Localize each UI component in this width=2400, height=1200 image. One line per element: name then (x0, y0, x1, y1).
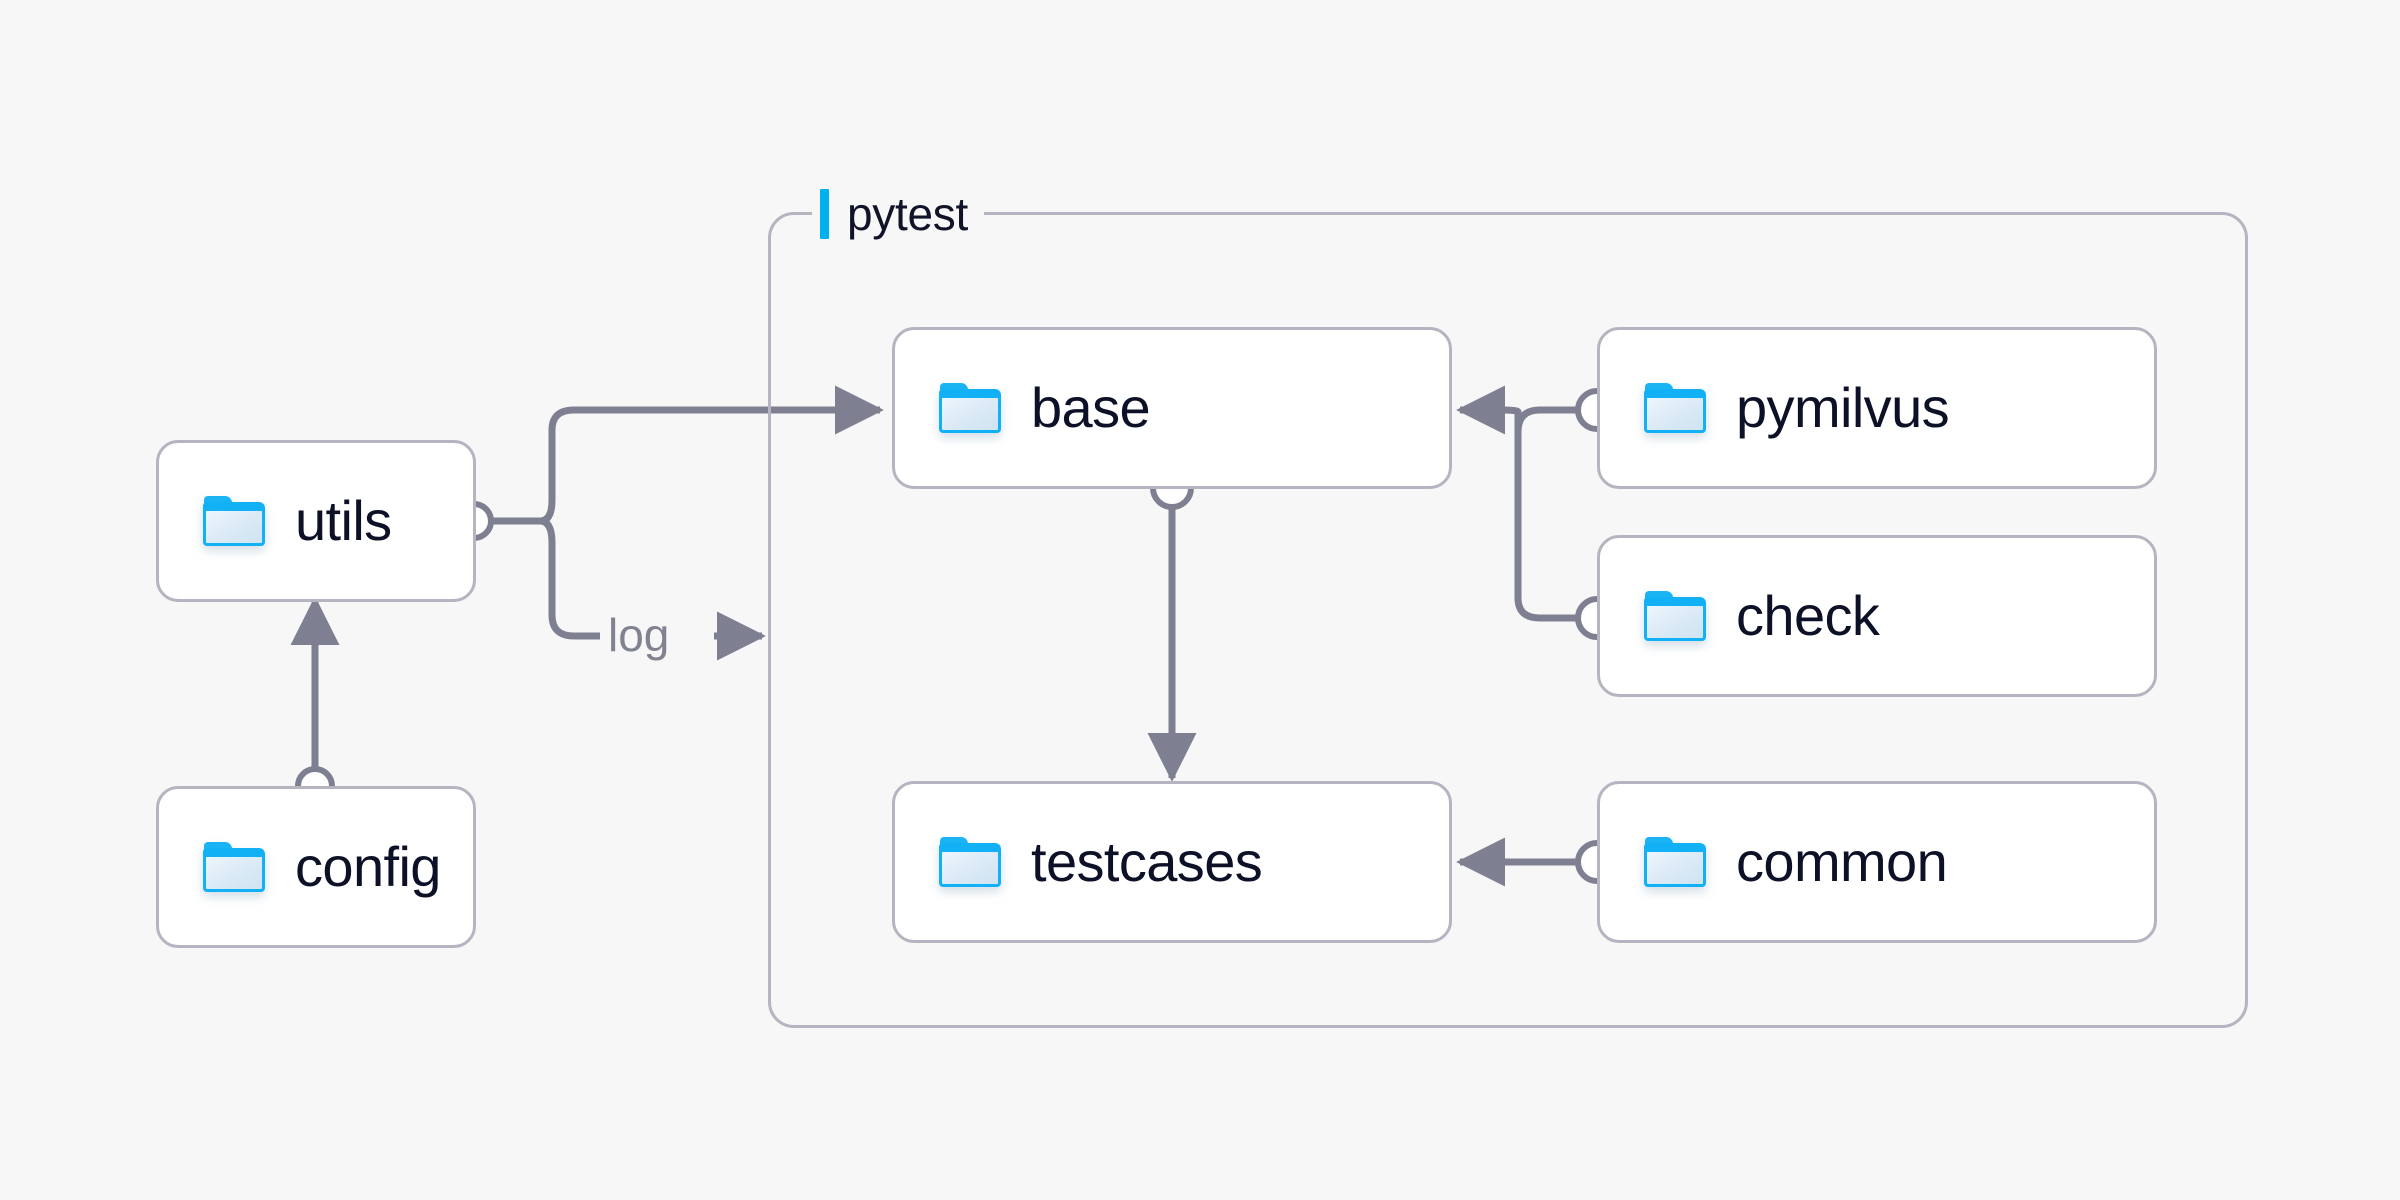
folder-icon (939, 837, 1001, 887)
group-pytest[interactable] (768, 212, 2248, 1028)
group-pytest-label: pytest (812, 182, 984, 246)
node-check-label: check (1736, 584, 1880, 647)
group-accent-bar (820, 189, 829, 239)
group-pytest-title: pytest (847, 188, 968, 240)
folder-icon (1644, 837, 1706, 887)
node-common[interactable]: common (1597, 781, 2157, 943)
node-testcases-label: testcases (1031, 830, 1263, 893)
edge-utils-to-log (539, 517, 600, 640)
node-testcases[interactable]: testcases (892, 781, 1452, 943)
node-common-label: common (1736, 830, 1948, 893)
node-base[interactable]: base (892, 327, 1452, 489)
node-config-label: config (295, 835, 441, 898)
folder-icon (203, 842, 265, 892)
folder-icon (1644, 591, 1706, 641)
folder-icon (1644, 383, 1706, 433)
node-config[interactable]: config (156, 786, 476, 948)
node-check[interactable]: check (1597, 535, 2157, 697)
node-utils-label: utils (295, 489, 392, 552)
folder-icon (203, 496, 265, 546)
node-pymilvus[interactable]: pymilvus (1597, 327, 2157, 489)
node-base-label: base (1031, 376, 1151, 439)
node-pymilvus-label: pymilvus (1736, 376, 1950, 439)
folder-icon (939, 383, 1001, 433)
node-utils[interactable]: utils (156, 440, 476, 602)
edge-label-log: log (608, 609, 670, 661)
